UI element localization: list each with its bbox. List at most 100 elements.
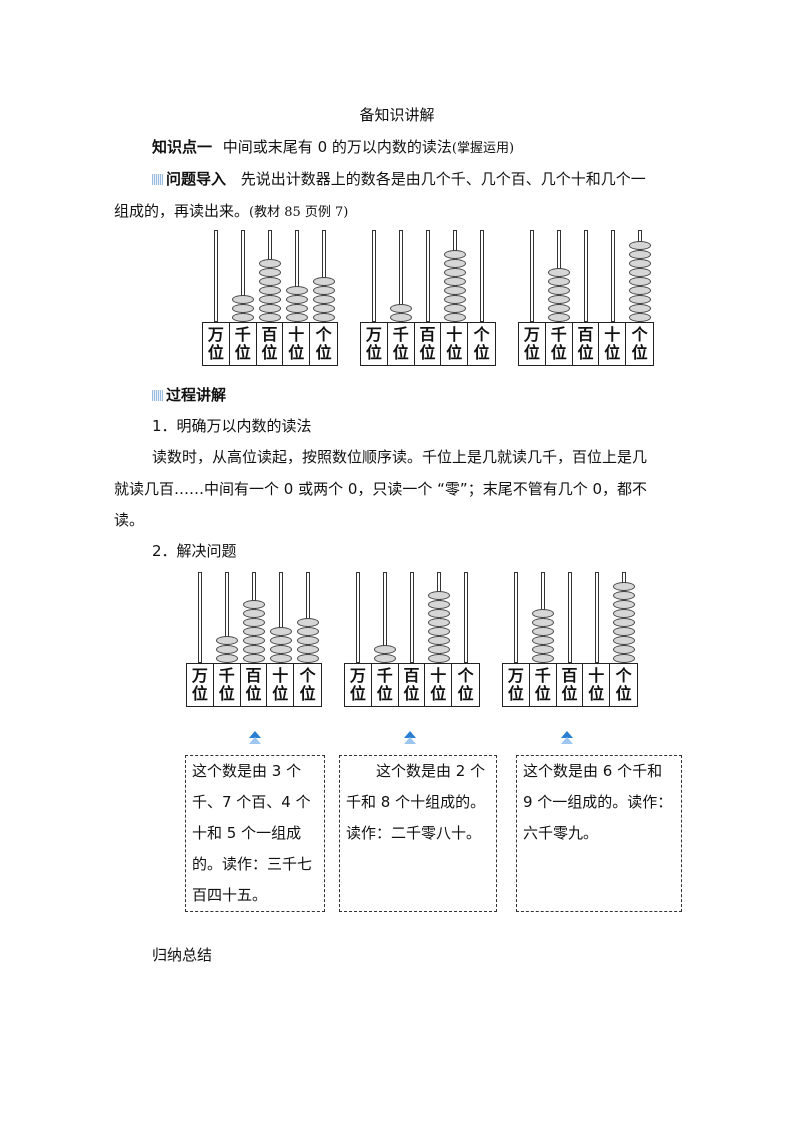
intro-line-1: 问题导入 先说出计数器上的数各是由几个千、几个百、几个十和几个一 [152,168,646,189]
abacus-bead [612,582,635,591]
knowledge-point-tag: (掌握运用) [451,141,515,156]
place-label: 万位 [203,323,230,365]
abacus-bead [427,609,450,618]
answer-line: 六千零九。 [523,824,599,842]
abacus-bead [628,286,651,295]
abacus-rod [463,572,468,663]
intro-text-1: 先说出计数器上的数各是由几个千、几个百、几个十和几个一 [240,170,646,188]
place-label: 千位 [214,664,241,706]
abacus-bead [312,295,335,304]
place-label: 个位 [315,325,332,362]
abacus-bead [531,609,554,618]
abacus-bead [269,627,292,636]
abacus-bead [231,304,254,313]
abacus-bead [427,591,450,600]
abacus-rod [610,230,615,322]
abacus-bead [443,277,466,286]
abacus-bead [612,645,635,654]
abacus-rod [513,572,518,663]
abacus-rod [213,230,218,322]
abacus-bead [531,636,554,645]
place-label: 万位 [519,323,546,365]
abacus-bead [612,654,635,663]
place-label: 十位 [283,323,311,365]
process-item-1-line-1: 读数时，从高位读起，按照数位顺序读。千位上是几就读几千，百位上是几 [152,448,648,466]
abacus-bead [628,277,651,286]
place-label: 百位 [399,664,426,706]
abacus-rod [567,572,572,663]
abacus-rod [197,572,202,663]
answer-line: 千和 8 个十组成的。 [346,793,486,811]
abacus-bead [547,295,570,304]
abacus-bead [312,304,335,313]
abacus-bead [242,654,265,663]
abacus-rod [594,572,599,663]
answer-box-2: 这个数是由 2 个千和 8 个十组成的。读作：二千零八十。 [339,755,497,912]
abacus-bead [531,645,554,654]
abacus-bead [389,304,412,313]
abacus-bead [258,304,281,313]
answer-line: 这个数是由 6 个千和 [523,762,663,780]
abacus-bead [443,268,466,277]
abacus-bead [531,654,554,663]
place-label: 千位 [372,664,399,706]
abacus-bead [269,645,292,654]
abacus-bead [285,286,308,295]
place-value-labels: 万位千位百位十位个位 [186,663,322,707]
abacus-rod [583,230,588,322]
abacus-bead [242,645,265,654]
place-label: 千位 [388,323,415,365]
abacus-bead [547,268,570,277]
place-label: 十位 [267,664,295,706]
answer-line: 这个数是由 3 个 [192,762,302,780]
place-label: 千位 [546,323,573,365]
abacus-rod [409,572,414,663]
answer-line: 千、7 个百、4 个 [192,793,311,811]
abacus-bead [427,654,450,663]
abacus-bead [269,654,292,663]
abacus-bead [296,654,319,663]
abacus-rod [529,230,534,322]
place-label: 十位 [583,664,611,706]
abacus-bead [443,250,466,259]
abacus-rod [371,230,376,322]
place-label: 百位 [241,664,268,706]
abacus-bead [443,304,466,313]
up-arrow-icon [561,730,573,744]
abacus-bead [427,645,450,654]
place-label: 十位 [441,323,469,365]
intro-note: (教材 85 页例 7) [249,205,349,220]
abacus-bead [242,618,265,627]
knowledge-point-text: 中间或末尾有 0 的万以内数的读法 [222,138,452,156]
place-value-labels: 万位千位百位十位个位 [202,322,338,366]
abacus-bead [373,654,396,663]
abacus-bead [312,286,335,295]
place-value-labels: 万位千位百位十位个位 [502,663,638,707]
place-label: 个位 [631,325,648,362]
abacus-bead [547,286,570,295]
abacus-bead [443,295,466,304]
process-heading: 过程讲解 [166,386,227,404]
abacus-bead [312,313,335,322]
abacus-rod [479,230,484,322]
answer-line: 的。读作：三千七 [192,855,313,873]
abacus-bead [285,304,308,313]
abacus-bead [258,259,281,268]
process-item-1-line-2: 就读几百……中间有一个 0 或两个 0，只读一个 “零”；末尾不管有几个 0，都… [114,480,648,498]
place-label: 万位 [503,664,530,706]
section-grid-icon [152,174,163,185]
abacus-bead [443,313,466,322]
place-label: 十位 [599,323,627,365]
up-arrow-icon [404,730,416,744]
abacus-bead [628,304,651,313]
page-title: 备知识讲解 [359,106,435,124]
abacus-bead [628,259,651,268]
abacus-bead [612,591,635,600]
place-label: 千位 [530,664,557,706]
abacus-bead [269,636,292,645]
abacus-bead [296,618,319,627]
answer-box-1: 这个数是由 3 个千、7 个百、4 个十和 5 个一组成的。读作：三千七百四十五… [185,755,325,912]
place-value-labels: 万位千位百位十位个位 [518,322,654,366]
abacus-rod [355,572,360,663]
